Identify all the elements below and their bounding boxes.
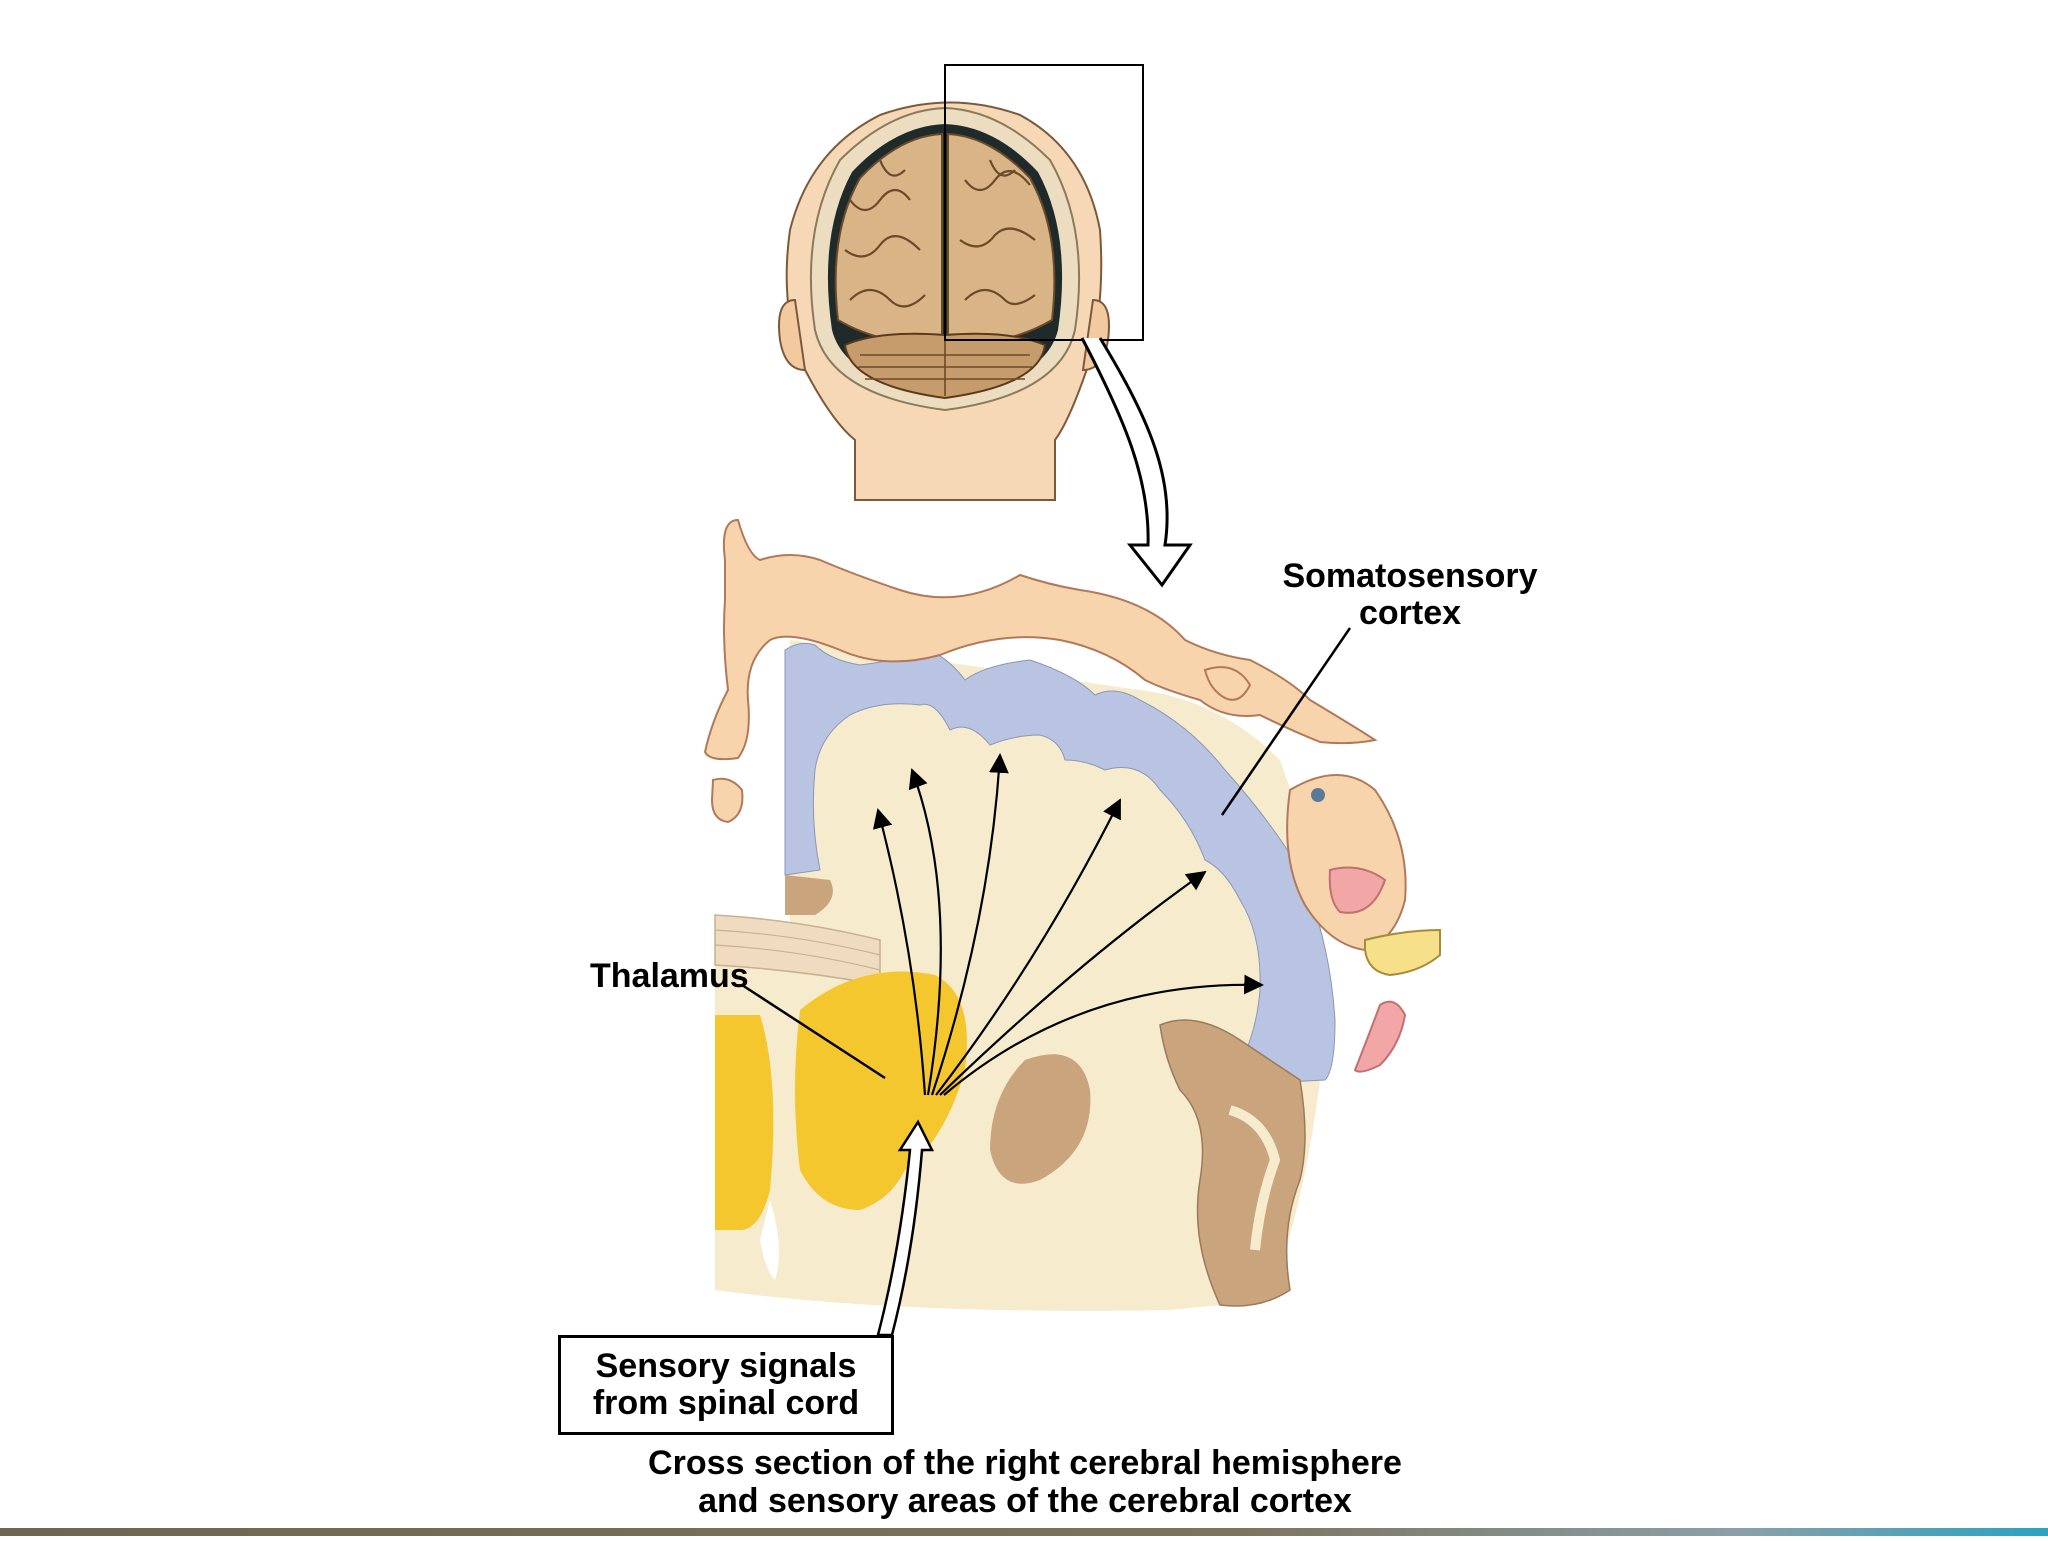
bottom-border-bar — [0, 1528, 2048, 1536]
somatosensory-cortex-region — [784, 642, 1336, 1086]
somatosensory-leader — [1220, 627, 1352, 816]
thalamus-label: Thalamus — [590, 957, 749, 995]
head-with-exposed-brain-icon — [778, 64, 1144, 501]
figure-caption: Cross section of the right cerebral hemi… — [560, 1444, 1490, 1520]
somatosensory-cortex-label: Somatosensory cortex — [1240, 557, 1580, 633]
sensory-signals-line-2: from spinal cord — [592, 1384, 860, 1422]
sensory-fibres — [872, 753, 1264, 1096]
down-arrow-icon — [1080, 337, 1193, 588]
thalamus-leader — [741, 983, 886, 1080]
up-arrow-icon — [876, 1119, 935, 1337]
caption-line-1: Cross section of the right cerebral hemi… — [648, 1444, 1402, 1482]
sensory-signals-box: Sensory signals from spinal cord — [558, 1335, 894, 1435]
caption-line-2: and sensory areas of the cerebral cortex — [698, 1482, 1352, 1521]
somatosensory-label-line-2: cortex — [1358, 594, 1462, 633]
sensory-signals-line-1: Sensory signals — [595, 1346, 857, 1385]
lower-gyrus — [1159, 1019, 1306, 1307]
somatosensory-label-line-1: Somatosensory — [1282, 557, 1538, 595]
sensory-homunculus-icon — [703, 518, 1441, 1073]
